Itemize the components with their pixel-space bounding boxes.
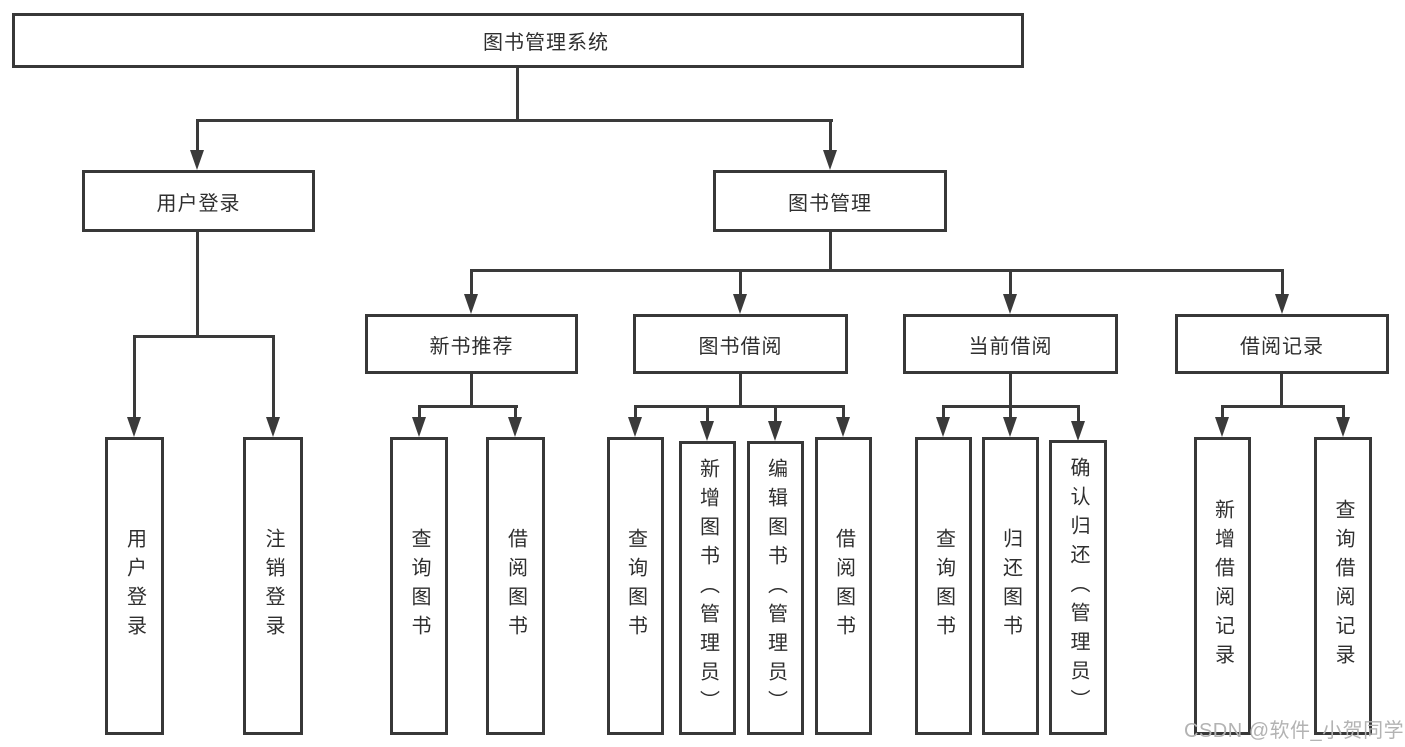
connector-bookmgmt-hbar xyxy=(470,269,1284,272)
arrowhead-down-icon xyxy=(412,417,426,437)
connector-root-stem xyxy=(516,68,519,122)
node-borrowing-records-label: 借阅记录 xyxy=(1240,335,1324,358)
connector-bookmgmt-drop-1 xyxy=(470,269,473,297)
node-library-system-label: 图书管理系统 xyxy=(483,32,609,54)
watermark: CSDN @软件_小贺同学 xyxy=(1184,720,1405,742)
node-leaf-user-login-label: 用户登录 xyxy=(123,528,146,644)
node-book-borrowing-label: 图书借阅 xyxy=(698,335,783,358)
arrowhead-down-icon xyxy=(127,417,141,437)
connector-current-drop-2 xyxy=(1009,405,1012,419)
connector-bookmgmt-drop-3 xyxy=(1009,269,1012,297)
connector-userlogin-stem xyxy=(196,232,199,338)
connector-borrowing-hbar xyxy=(634,405,845,408)
connector-userlogin-drop-1 xyxy=(133,335,136,419)
arrowhead-down-icon xyxy=(700,421,714,441)
connector-recommend-stem xyxy=(470,374,473,408)
connector-borrowing-stem xyxy=(739,374,742,408)
arrowhead-down-icon xyxy=(266,417,280,437)
node-user-login-label: 用户登录 xyxy=(156,192,241,215)
node-leaf-query-borrow-record: 查询借阅记录 xyxy=(1314,437,1372,735)
node-book-management: 图书管理 xyxy=(713,170,947,232)
node-leaf-query-books-recommend-label: 查询图书 xyxy=(408,528,430,644)
node-library-system: 图书管理系统 xyxy=(12,13,1024,68)
node-current-borrowing: 当前借阅 xyxy=(903,314,1118,374)
arrowhead-down-icon xyxy=(768,421,782,441)
connector-records-drop-2 xyxy=(1342,405,1345,419)
node-leaf-edit-books-admin-label: 编辑图书（管理员） xyxy=(764,457,787,719)
connector-records-drop-1 xyxy=(1221,405,1224,419)
node-leaf-return-books-label: 归还图书 xyxy=(999,528,1022,644)
node-leaf-borrow-books-recommend-label: 借阅图书 xyxy=(504,528,527,644)
arrowhead-down-icon xyxy=(1275,294,1289,314)
node-leaf-query-books-current-label: 查询图书 xyxy=(932,528,955,644)
connector-recommend-drop-1 xyxy=(418,405,421,419)
connector-root-hbar xyxy=(196,119,833,122)
connector-recommend-hbar xyxy=(418,405,518,408)
node-leaf-confirm-return-admin-label: 确认归还（管理员） xyxy=(1067,457,1089,718)
arrowhead-down-icon xyxy=(1003,294,1017,314)
connector-userlogin-drop-2 xyxy=(272,335,275,419)
arrowhead-down-icon xyxy=(1003,417,1017,437)
node-leaf-borrow-books-borrowing: 借阅图书 xyxy=(815,437,872,735)
connector-userlogin-hbar xyxy=(133,335,275,338)
arrowhead-down-icon xyxy=(823,150,837,170)
connector-root-drop-left xyxy=(196,119,199,152)
node-leaf-user-login: 用户登录 xyxy=(105,437,164,735)
node-new-book-recommend-label: 新书推荐 xyxy=(429,335,514,358)
arrowhead-down-icon xyxy=(836,417,850,437)
connector-bookmgmt-drop-4 xyxy=(1281,269,1284,297)
arrowhead-down-icon xyxy=(936,417,950,437)
connector-root-drop-right xyxy=(829,119,832,152)
node-book-management-label: 图书管理 xyxy=(788,192,872,215)
arrowhead-down-icon xyxy=(190,150,204,170)
node-leaf-add-borrow-record-label: 新增借阅记录 xyxy=(1211,499,1234,673)
node-leaf-add-books-admin-label: 新增图书（管理员） xyxy=(696,457,719,719)
node-new-book-recommend: 新书推荐 xyxy=(365,314,578,374)
node-leaf-confirm-return-admin: 确认归还（管理员） xyxy=(1049,440,1107,735)
node-leaf-add-borrow-record: 新增借阅记录 xyxy=(1194,437,1251,735)
connector-current-drop-3 xyxy=(1077,405,1080,423)
node-leaf-return-books: 归还图书 xyxy=(982,437,1039,735)
node-leaf-borrow-books-borrowing-label: 借阅图书 xyxy=(832,528,855,644)
connector-borrowing-drop-3 xyxy=(774,405,777,423)
connector-bookmgmt-stem xyxy=(829,232,832,272)
node-leaf-query-borrow-record-label: 查询借阅记录 xyxy=(1332,499,1354,673)
node-leaf-query-books-borrowing: 查询图书 xyxy=(607,437,664,735)
node-leaf-query-books-recommend: 查询图书 xyxy=(390,437,448,735)
connector-current-stem xyxy=(1009,374,1012,408)
connector-borrowing-drop-2 xyxy=(706,405,709,423)
node-user-login: 用户登录 xyxy=(82,170,315,232)
node-current-borrowing-label: 当前借阅 xyxy=(968,335,1053,358)
connector-recommend-drop-2 xyxy=(514,405,517,419)
node-leaf-query-books-current: 查询图书 xyxy=(915,437,972,735)
connector-records-stem xyxy=(1280,374,1283,408)
node-leaf-edit-books-admin: 编辑图书（管理员） xyxy=(747,441,804,735)
arrowhead-down-icon xyxy=(1336,417,1350,437)
node-leaf-borrow-books-recommend: 借阅图书 xyxy=(486,437,545,735)
connector-current-drop-1 xyxy=(942,405,945,419)
connector-borrowing-drop-1 xyxy=(634,405,637,419)
connector-records-hbar xyxy=(1221,405,1345,408)
arrowhead-down-icon xyxy=(1215,417,1229,437)
arrowhead-down-icon xyxy=(464,294,478,314)
node-book-borrowing: 图书借阅 xyxy=(633,314,848,374)
node-leaf-query-books-borrowing-label: 查询图书 xyxy=(624,528,647,644)
connector-borrowing-drop-4 xyxy=(842,405,845,419)
arrowhead-down-icon xyxy=(1071,421,1085,441)
node-borrowing-records: 借阅记录 xyxy=(1175,314,1389,374)
arrowhead-down-icon xyxy=(628,417,642,437)
node-leaf-logout: 注销登录 xyxy=(243,437,303,735)
connector-bookmgmt-drop-2 xyxy=(739,269,742,297)
node-leaf-logout-label: 注销登录 xyxy=(262,528,284,644)
arrowhead-down-icon xyxy=(508,417,522,437)
node-leaf-add-books-admin: 新增图书（管理员） xyxy=(679,441,736,735)
arrowhead-down-icon xyxy=(733,294,747,314)
